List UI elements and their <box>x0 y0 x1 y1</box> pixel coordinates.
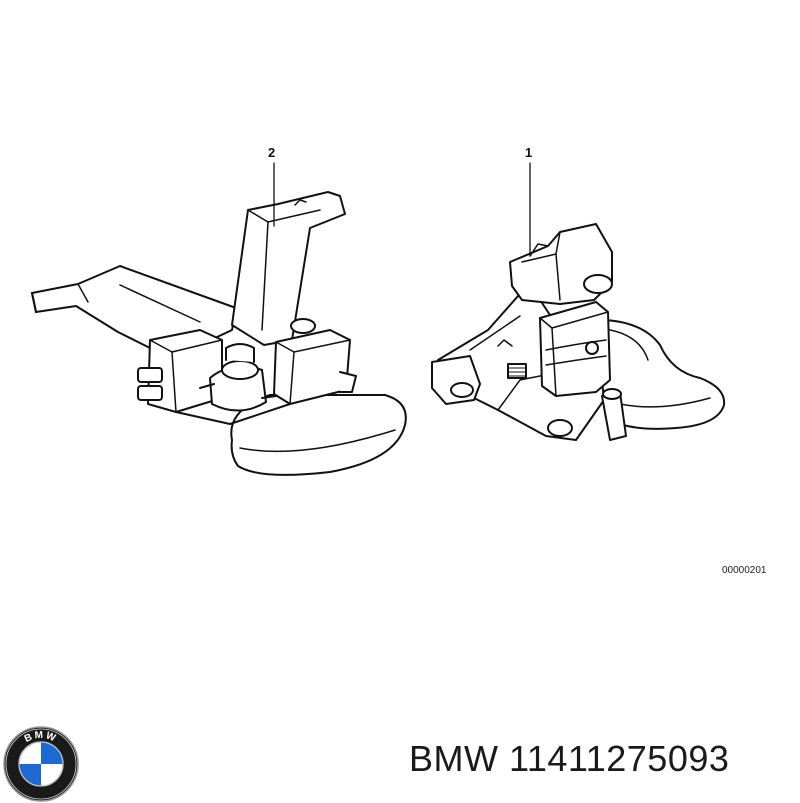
brand-name: BMW <box>409 738 499 779</box>
logo-lettering: BMW <box>23 730 57 745</box>
part-number: 11411275093 <box>509 738 730 779</box>
suction-pipe-drawing <box>31 191 407 476</box>
callout-2: 2 <box>268 145 276 160</box>
bmw-logo: BMW <box>3 726 79 802</box>
part-caption: BMW 11411275093 <box>409 738 729 780</box>
pump-assembly-drawing <box>431 223 726 441</box>
callout-1: 1 <box>525 145 533 160</box>
svg-text:BMW: BMW <box>23 730 59 745</box>
drawing-code: 00000201 <box>722 565 767 576</box>
